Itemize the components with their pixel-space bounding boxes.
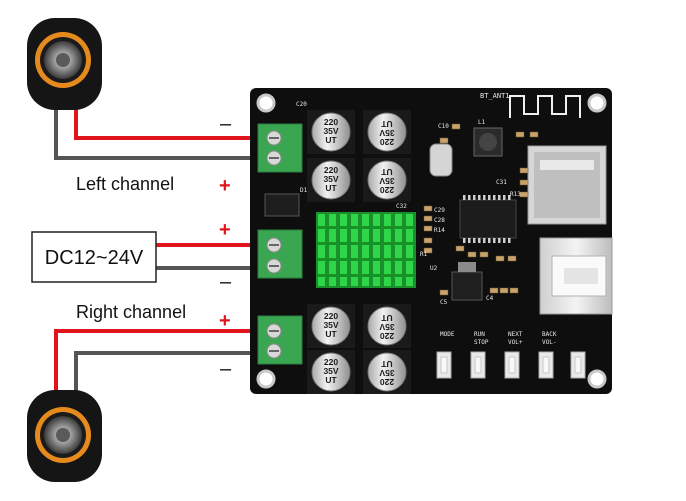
left-channel-label: Left channel <box>76 174 174 194</box>
button-label-stop: STOP <box>474 339 489 346</box>
silk-u2: U2 <box>430 265 438 272</box>
tact-button <box>470 351 486 379</box>
button-label-volup: VOL+ <box>508 339 523 346</box>
capacitor-label: 220 <box>380 331 394 341</box>
button-label-run: RUN <box>474 331 485 338</box>
antenna-label: BT_ANT1 <box>480 92 510 100</box>
regulator <box>451 271 483 301</box>
left-minus-sign: – <box>220 113 232 135</box>
tact-button <box>436 351 452 379</box>
capacitor-label: 35V <box>323 126 338 136</box>
wire-left-red <box>74 105 268 140</box>
silk-c28: C28 <box>434 217 445 224</box>
silk-l1: L1 <box>478 119 486 126</box>
capacitor-label: 35V <box>379 176 394 186</box>
capacitor-label: UT <box>325 135 337 145</box>
mount-hole-br <box>587 369 607 389</box>
mount-hole-tr <box>587 93 607 113</box>
button-label-mode: MODE <box>440 331 455 338</box>
wires <box>54 105 268 400</box>
antenna-trace: BT_ANT1 <box>480 92 581 118</box>
screw-terminal-left-icon <box>257 123 303 173</box>
power-minus-sign: – <box>220 271 232 293</box>
screw-terminal-power-icon <box>257 229 303 279</box>
capacitor-label: UT <box>325 329 337 339</box>
capacitor-label: 35V <box>379 368 394 378</box>
capacitor-label: 220 <box>324 117 338 127</box>
capacitor-label: 220 <box>380 377 394 387</box>
silk-r13: R13 <box>510 191 521 198</box>
capacitor-label: 35V <box>323 366 338 376</box>
silk-r1: R1 <box>420 251 428 258</box>
capacitor-label: UT <box>381 167 393 177</box>
capacitor-label: UT <box>325 183 337 193</box>
capacitor-label: 35V <box>323 320 338 330</box>
right-plus-sign: + <box>219 310 231 332</box>
sd-slot-icon <box>527 145 607 225</box>
speaker-left-icon <box>27 18 102 110</box>
silk-c29: C29 <box>434 207 445 214</box>
mount-hole-tl <box>256 93 276 113</box>
capacitor-label: 35V <box>323 174 338 184</box>
tact-button <box>504 351 520 379</box>
capacitor-label: 220 <box>324 311 338 321</box>
heatsink-icon <box>316 212 416 288</box>
left-plus-sign: + <box>219 175 231 197</box>
capacitor-label: UT <box>325 375 337 385</box>
speaker-right-icon <box>27 390 102 482</box>
capacitor-label: UT <box>381 359 393 369</box>
silk-c10: C10 <box>438 123 449 130</box>
mount-hole-bl <box>256 369 276 389</box>
right-channel-label: Right channel <box>76 302 186 322</box>
silk-c31: C31 <box>496 179 507 186</box>
capacitor-label: 220 <box>380 185 394 195</box>
right-minus-sign: – <box>220 358 232 380</box>
tact-button <box>570 351 586 379</box>
power-plus-sign: + <box>219 219 231 241</box>
wire-left-black <box>54 110 268 160</box>
silk-c32: C32 <box>396 203 407 210</box>
capacitor-label: UT <box>381 119 393 129</box>
silk-r14: R14 <box>434 227 445 234</box>
silk-c20: C20 <box>296 101 307 108</box>
button-label-voldown: VOL- <box>542 339 556 346</box>
capacitor-label: 220 <box>324 165 338 175</box>
silk-c5: C5 <box>440 299 448 306</box>
power-label-box <box>31 231 157 283</box>
crystal <box>429 143 453 177</box>
silk-c4: C4 <box>486 295 494 302</box>
capacitor-label: UT <box>381 313 393 323</box>
button-label-next: NEXT <box>508 331 523 338</box>
silk-d1: D1 <box>300 187 308 194</box>
tact-buttons <box>436 351 586 379</box>
usb-port-icon <box>539 237 613 315</box>
button-label-back: BACK <box>542 331 557 338</box>
diode <box>264 193 300 217</box>
capacitor-label: 35V <box>379 322 394 332</box>
wire-right-red <box>54 329 268 400</box>
capacitor-label: 220 <box>380 137 394 147</box>
capacitor-label: 220 <box>324 357 338 367</box>
tact-button <box>538 351 554 379</box>
smd-components <box>423 123 539 296</box>
power-label: DC12~24V <box>45 247 144 269</box>
bt-chip <box>459 195 517 243</box>
wire-right-black <box>74 351 268 400</box>
screw-terminal-right-icon <box>257 315 303 365</box>
capacitor-label: 35V <box>379 128 394 138</box>
